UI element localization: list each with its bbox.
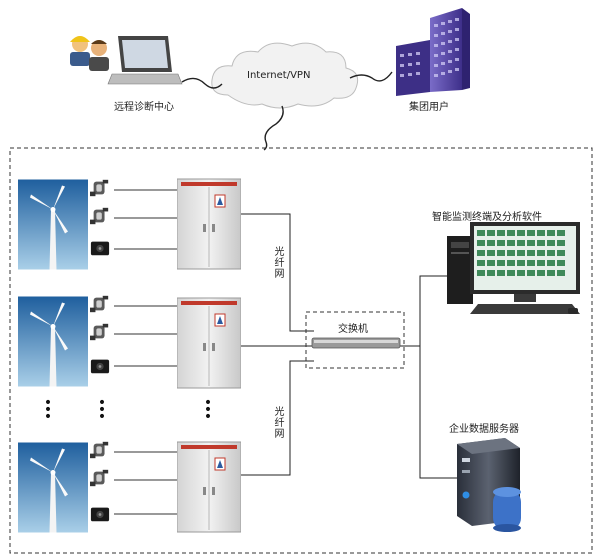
switch-device — [311, 337, 401, 349]
monitoring-terminal-label: 智能监测终端及分析软件 — [432, 212, 542, 223]
remote-center-label: 远程诊断中心 — [114, 102, 174, 113]
enterprise-data-server — [457, 438, 521, 532]
group-user-label: 集团用户 — [409, 102, 449, 113]
sensor-3b — [90, 469, 109, 487]
more-sensors-ellipsis: ••• — [97, 395, 107, 425]
monitoring-workstation — [447, 222, 580, 314]
switch-boundary — [305, 311, 405, 369]
sensor-1c — [90, 241, 110, 256]
cloud — [211, 42, 359, 109]
sensor-2c — [90, 359, 110, 374]
sensor-1b — [90, 207, 109, 225]
cloud-label: Internet/VPN — [247, 70, 311, 81]
more-cabinets-ellipsis: ••• — [203, 395, 213, 425]
wind-turbine-1 — [18, 179, 88, 270]
wind-turbine-3 — [18, 442, 88, 533]
sensor-2a — [90, 295, 109, 313]
fiber-label-upper: 光纤网 — [272, 246, 283, 279]
wind-turbine-2 — [18, 296, 88, 387]
data-server-label: 企业数据服务器 — [449, 424, 519, 435]
sensor-3a — [90, 441, 109, 459]
sensor-3c — [90, 507, 110, 522]
more-turbines-ellipsis: ••• — [43, 395, 53, 425]
sensor-cables — [114, 189, 178, 515]
collector-cabinet-1 — [177, 178, 241, 270]
fiber-label-lower: 光纤网 — [272, 406, 283, 439]
site-boundary — [9, 147, 593, 554]
sensor-2b — [90, 323, 109, 341]
group-building — [396, 8, 470, 96]
switch-label: 交换机 — [338, 324, 368, 335]
collector-cabinet-2 — [177, 297, 241, 389]
sensor-1a — [90, 179, 109, 197]
wan-cables — [181, 71, 393, 151]
fiber-lines — [241, 213, 457, 479]
collector-cabinet-3 — [177, 441, 241, 533]
remote-center — [70, 36, 183, 85]
